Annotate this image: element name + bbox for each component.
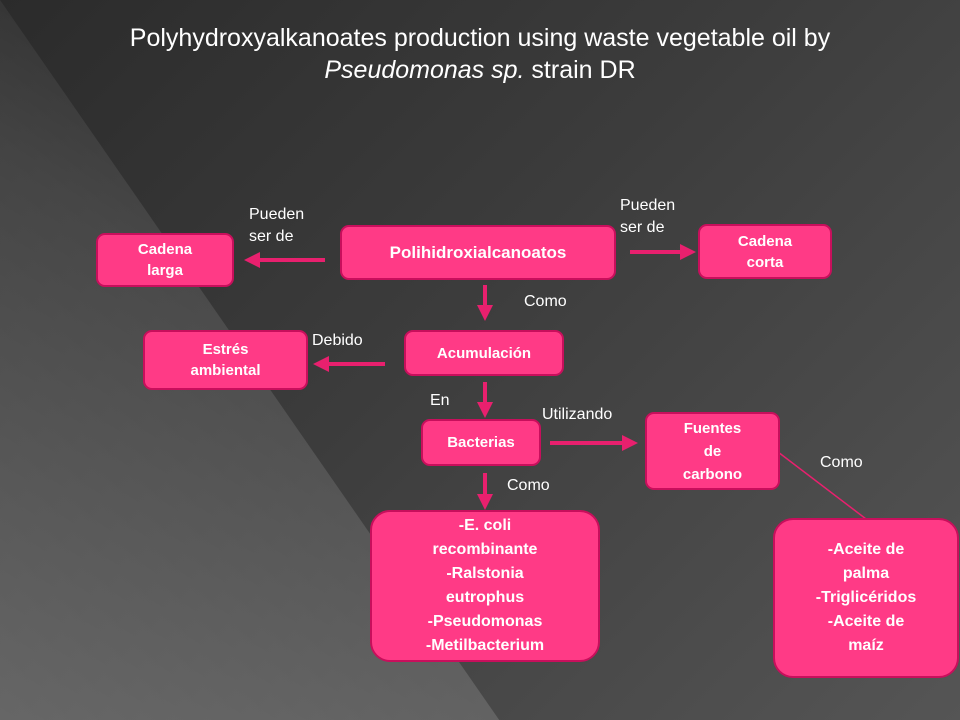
bacteria-list-line5: -Pseudomonas xyxy=(427,613,543,630)
label-pueden-ser-de-right: Pueden ser de xyxy=(620,195,675,239)
label-como-bacterias: Como xyxy=(507,477,550,494)
node-cadena-corta: Cadena corta xyxy=(698,224,832,279)
title-species: Pseudomonas sp. xyxy=(324,56,525,84)
title-line-2: Pseudomonas sp. strain DR xyxy=(40,54,920,86)
node-cadena-corta-line1: Cadena xyxy=(737,232,793,250)
node-cadena-larga-line2: larga xyxy=(147,262,183,279)
label-debido: Debido xyxy=(312,332,363,349)
title-strain: strain DR xyxy=(524,56,636,84)
label-pueden-ser-de-left: Pueden ser de xyxy=(249,204,304,248)
aceites-list-line1: -Aceite de xyxy=(827,541,905,558)
title-line-1: Polyhydroxyalkanoates production using w… xyxy=(129,24,831,52)
bacteria-list-line3: -Ralstonia xyxy=(446,565,524,582)
node-aceites-list: -Aceite de palma -Triglicéridos -Aceite … xyxy=(773,518,959,678)
label-en: En xyxy=(430,392,450,409)
aceites-list-line3: -Triglicéridos xyxy=(815,589,917,606)
node-estres-line2: ambiental xyxy=(190,362,261,379)
label-como-acumulacion: Como xyxy=(524,293,567,310)
connector-fuentes-to-aceites xyxy=(777,451,871,523)
aceites-list-line4: -Aceite de xyxy=(827,613,905,630)
label-pueden-left-line1: Pueden xyxy=(249,206,305,223)
node-fuentes-line2: de xyxy=(703,442,722,460)
node-fuentes-line1: Fuentes xyxy=(683,419,742,437)
aceites-list-line5: maíz xyxy=(848,637,884,654)
node-cadena-larga: Cadena larga xyxy=(96,233,234,287)
node-bacterias: Bacterias xyxy=(421,419,541,466)
label-como-fuentes: Como xyxy=(820,454,863,471)
node-cadena-corta-line2: corta xyxy=(746,253,784,271)
node-acumulacion-text: Acumulación xyxy=(436,344,532,362)
label-pueden-right-line1: Pueden xyxy=(620,197,676,214)
bacteria-list-line6: -Metilbacterium xyxy=(425,637,545,654)
label-pueden-right-line2: ser de xyxy=(620,219,665,236)
bacteria-list-line1: -E. coli xyxy=(458,517,512,534)
slide-title: Polyhydroxyalkanoates production using w… xyxy=(40,22,920,86)
node-cadena-larga-line1: Cadena xyxy=(137,241,193,258)
node-bacterias-text: Bacterias xyxy=(447,434,515,451)
node-estres-ambiental: Estrés ambiental xyxy=(143,330,308,390)
node-acumulacion: Acumulación xyxy=(404,330,564,376)
label-pueden-left-line2: ser de xyxy=(249,228,294,245)
node-polihidroxialcanoatos-text: Polihidroxialcanoatos xyxy=(389,243,567,262)
bacteria-list-line4: eutrophus xyxy=(445,589,525,606)
node-bacteria-list: -E. coli recombinante -Ralstonia eutroph… xyxy=(370,510,600,662)
bacteria-list-line2: recombinante xyxy=(432,541,538,558)
label-utilizando: Utilizando xyxy=(542,406,613,423)
node-fuentes-line3: carbono xyxy=(682,465,743,483)
aceites-list-line2: palma xyxy=(842,565,890,582)
node-fuentes-de-carbono: Fuentes de carbono xyxy=(645,412,780,490)
node-estres-line1: Estrés xyxy=(202,341,249,358)
node-polihidroxialcanoatos: Polihidroxialcanoatos xyxy=(340,225,616,280)
